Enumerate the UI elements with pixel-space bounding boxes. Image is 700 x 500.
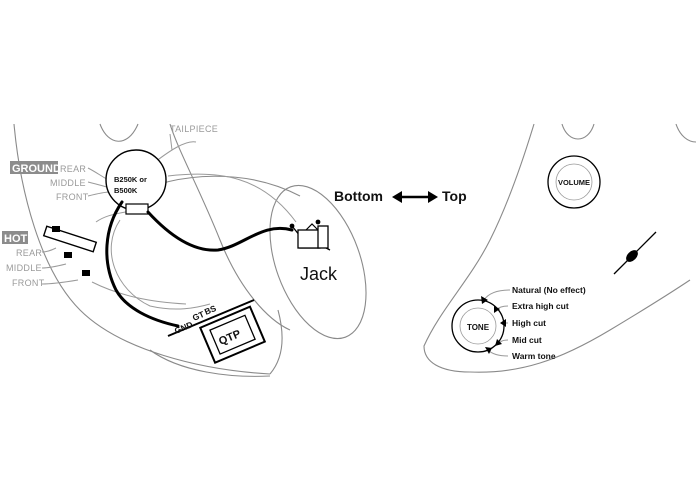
ground-front-label: FRONT: [56, 192, 89, 202]
selector-lever: [613, 231, 657, 275]
hot-label-box: [2, 231, 28, 244]
right-neck-edge: [561, 123, 595, 140]
right-body-outline: [423, 123, 691, 373]
left-body: B250K or B500K Jack GND GT BS QTP: [2, 123, 367, 377]
pot-to-jack-wire: [167, 173, 297, 223]
volume-label: VOLUME: [558, 178, 590, 187]
neck-pocket-edge: [99, 123, 139, 142]
terminal-bs: BS: [203, 303, 218, 317]
orientation-indicator: Bottom Top: [334, 188, 467, 204]
pot-to-module-wire: [110, 219, 211, 310]
ground-label-box: [10, 161, 58, 174]
hot-rear-label: REAR: [16, 248, 42, 258]
pickup-selector: [42, 225, 98, 276]
tone-setting-natural: Natural (No effect): [512, 285, 586, 295]
tone-label: TONE: [467, 323, 490, 332]
left-body-outline: [13, 123, 283, 375]
tone-knob: TONE: [451, 299, 505, 353]
tailpiece-line: [169, 133, 173, 151]
jack-label: Jack: [300, 264, 338, 284]
arrow-natural: [483, 289, 511, 301]
terminal-gt: GT: [191, 309, 207, 323]
volume-knob: VOLUME: [547, 155, 601, 209]
hot-label: HOT: [4, 233, 28, 245]
hot-front-label: FRONT: [12, 278, 45, 288]
bottom-label: Bottom: [334, 188, 383, 204]
top-label: Top: [442, 188, 467, 204]
right-horn-edge: [675, 123, 697, 143]
ground-middle-label: MIDDLE: [50, 178, 86, 188]
double-arrow-icon: [392, 191, 438, 203]
hot-wire-front: [41, 279, 79, 285]
tone-setting-extra-high-cut: Extra high cut: [512, 301, 569, 311]
arrow-warm-tone: [487, 349, 509, 357]
ground-label: GROUND: [12, 163, 61, 175]
tailpiece-label: TAILPIECE: [170, 124, 218, 134]
body-right-contour: [169, 123, 291, 331]
tone-setting-mid-cut: Mid cut: [512, 335, 542, 345]
ground-rear-label: REAR: [60, 164, 86, 174]
qtp-module: QTP: [198, 305, 267, 365]
hot-middle-label: MIDDLE: [6, 263, 42, 273]
hot-wire-rear: [41, 247, 57, 253]
black-wire-pot-to-jack: [146, 210, 294, 252]
tone-setting-warm-tone: Warm tone: [512, 351, 556, 361]
pot-value-line1: B250K or: [114, 175, 147, 184]
black-wire-pot-to-module: [105, 200, 180, 328]
pot-value-line2: B500K: [114, 186, 138, 195]
tone-setting-high-cut: High cut: [512, 318, 546, 328]
volume-pot: B250K or B500K: [105, 149, 167, 215]
ground-wire-front: [87, 191, 111, 197]
right-body: VOLUME TONE Natural (No effect) Extra hi…: [423, 123, 697, 373]
hot-wire-middle: [41, 263, 67, 269]
jack-oval: [269, 184, 367, 340]
terminal-gnd: GND: [173, 319, 194, 336]
left-body-outline-lower: [149, 349, 271, 377]
output-jack: [289, 219, 331, 251]
switch-to-module-wire: [91, 281, 187, 305]
